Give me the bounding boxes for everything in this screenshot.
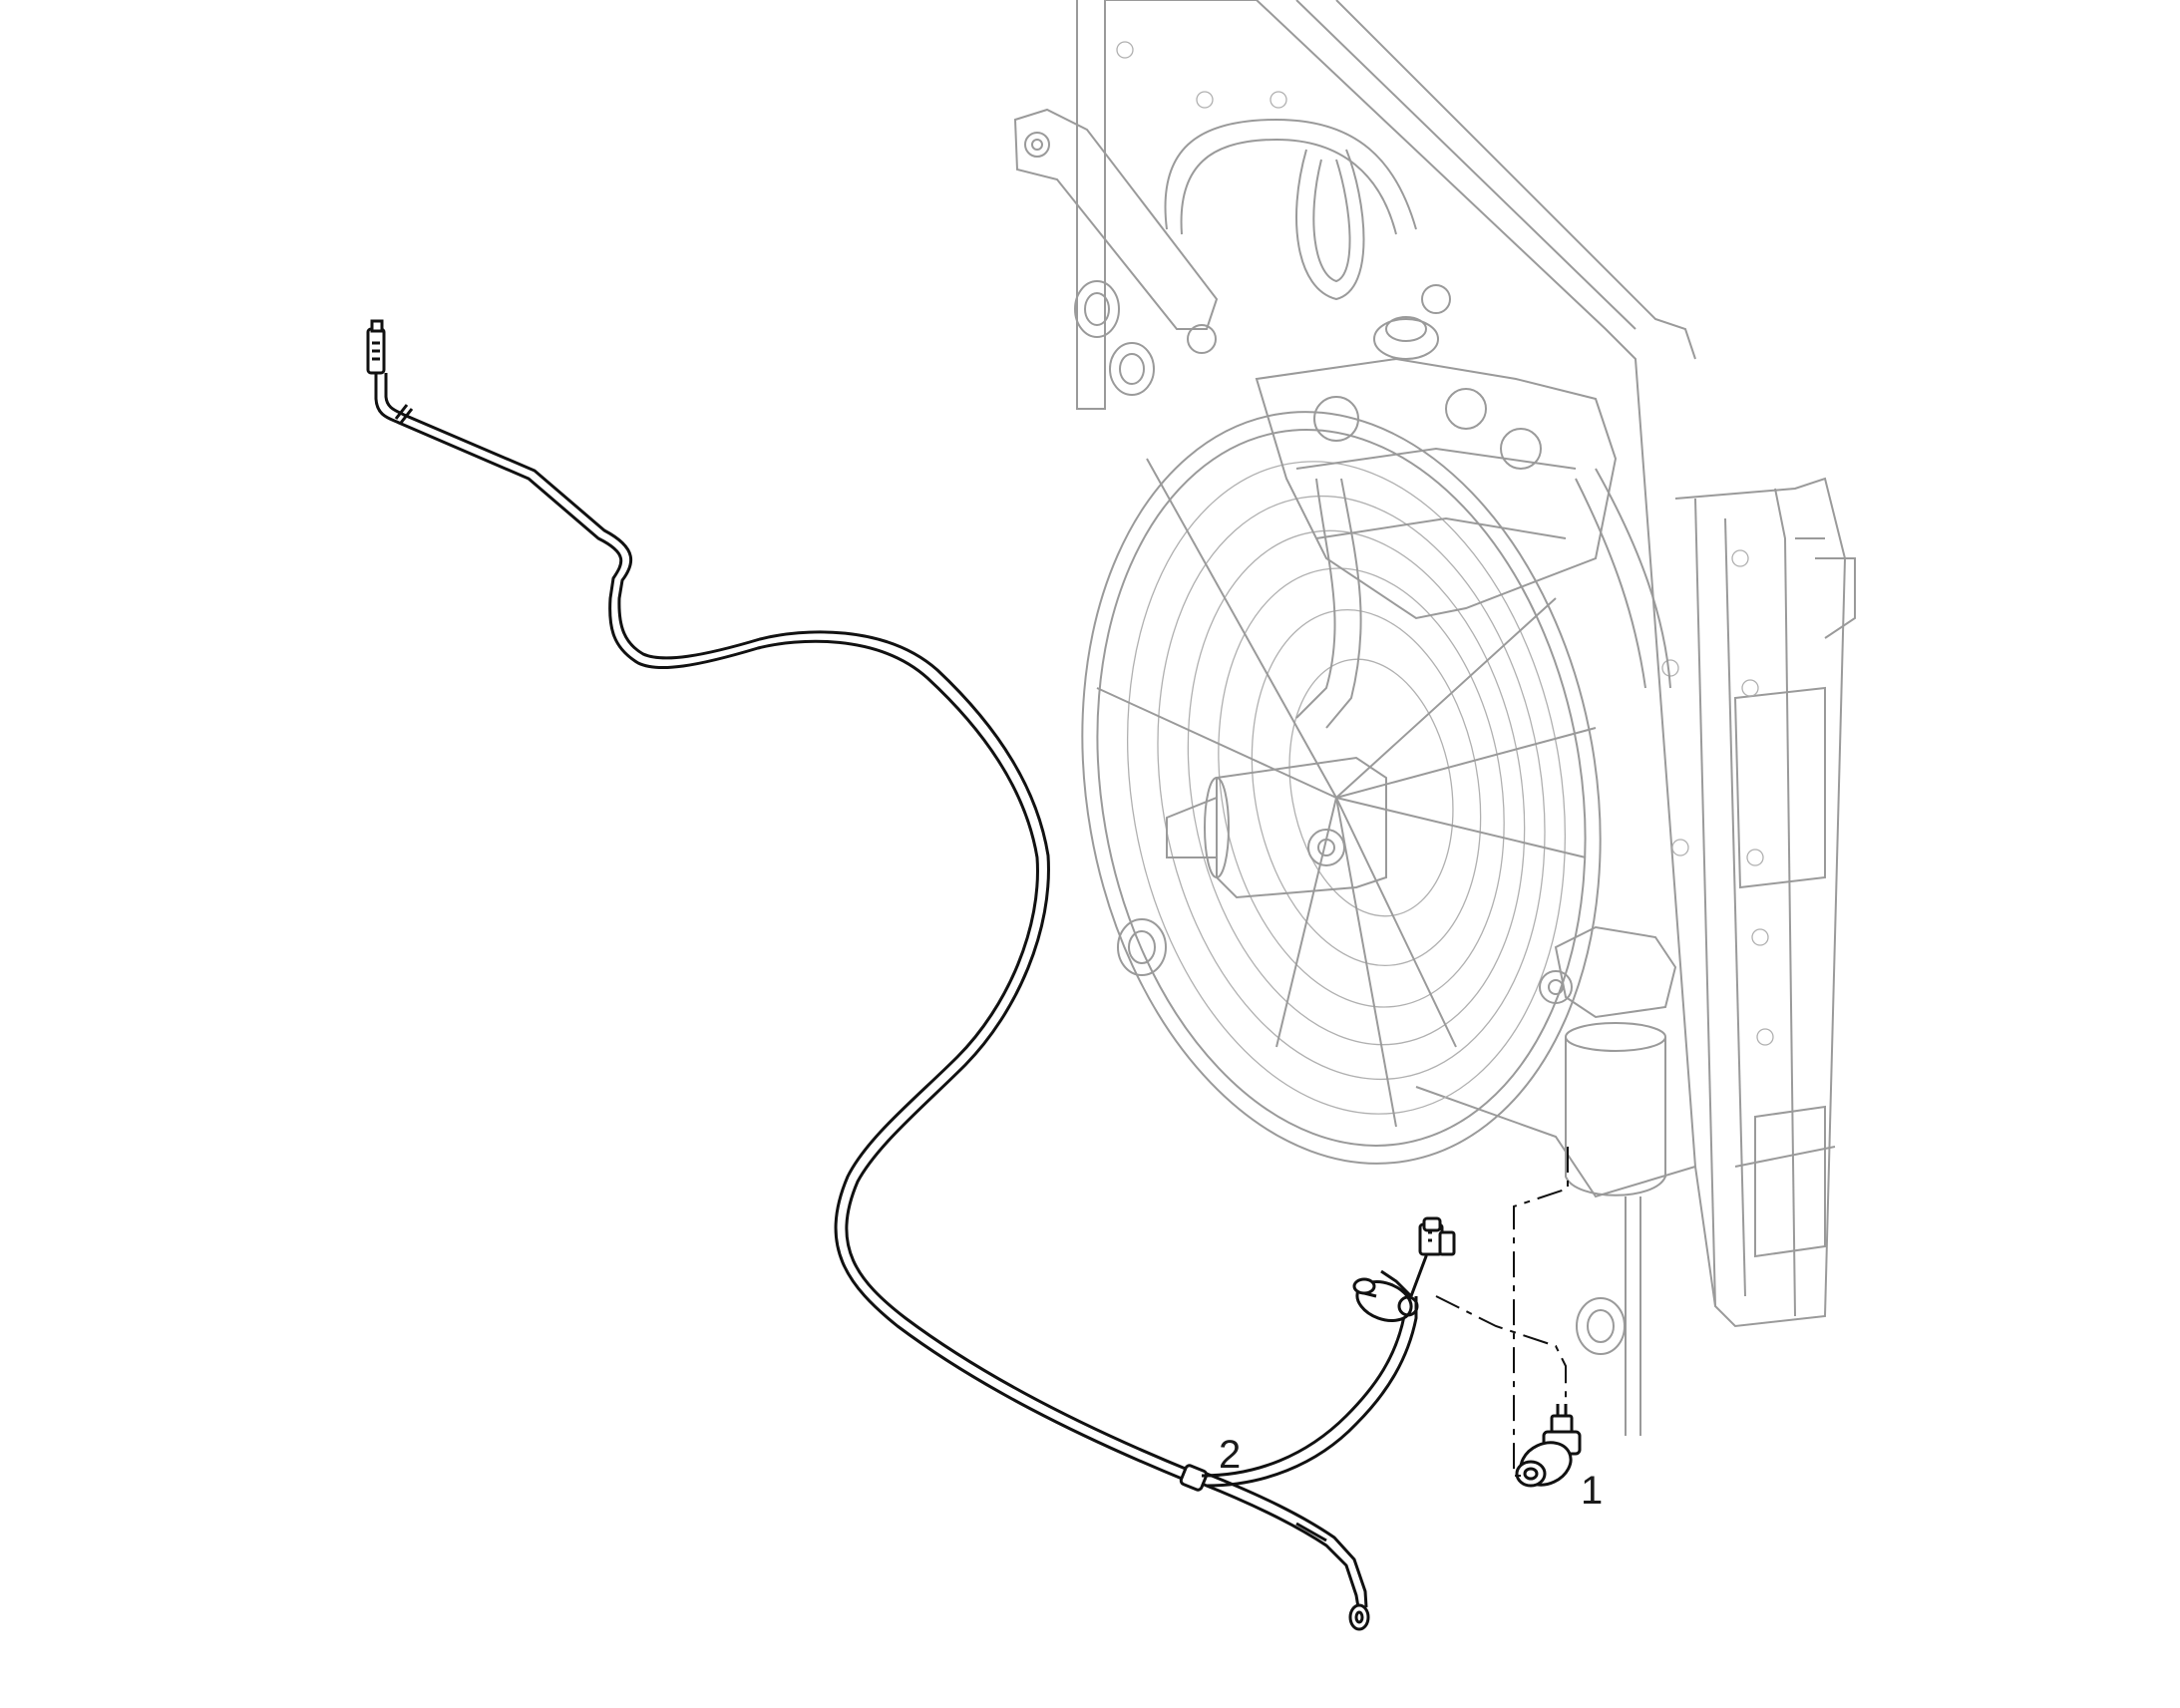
temperature-sensor[interactable]: [1514, 1404, 1582, 1493]
harness-top-connector[interactable]: [366, 319, 386, 375]
bolt-row: [1116, 41, 1774, 1046]
fan-assembly: [1081, 411, 1602, 1165]
sensor-plug[interactable]: [1352, 1275, 1419, 1328]
harness-connector-block[interactable]: [1418, 1216, 1456, 1256]
fan-motor: [1166, 756, 1387, 899]
expansion-tank: [1255, 284, 1671, 729]
radiator-assembly: [1013, 0, 1856, 1355]
assembly-lines: [1435, 1147, 1569, 1477]
callout-1: 1: [1581, 1469, 1603, 1513]
filter-canister: [1539, 925, 1677, 1436]
ring-terminal[interactable]: [1348, 1603, 1370, 1631]
wiring-harness[interactable]: [366, 319, 1456, 1631]
callout-2: 2: [1219, 1433, 1241, 1477]
